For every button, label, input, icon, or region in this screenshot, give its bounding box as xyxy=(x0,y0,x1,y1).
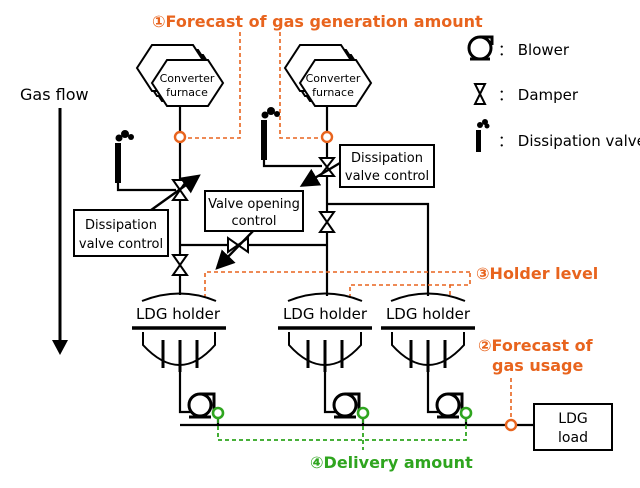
dissipation-valve-control-left: Dissipation valve control xyxy=(73,209,169,257)
converter-right-line2: furnace xyxy=(312,86,354,99)
forecast-generation-line-left xyxy=(185,32,241,139)
blower-2-icon xyxy=(323,392,361,419)
usage-sensor xyxy=(504,418,518,432)
blower-1-icon xyxy=(178,392,216,419)
generation-sensor-right xyxy=(320,130,334,144)
forecast-generation-label: ①Forecast of gas generation amount xyxy=(152,12,483,31)
blower-legend-icon xyxy=(467,35,494,61)
converter-left-line2: furnace xyxy=(166,86,208,99)
dissipation-valve-control-right: Dissipation valve control xyxy=(339,144,435,188)
legend-dissipation-label: ： Dissipation valve xyxy=(498,132,640,150)
damper-right-lower-icon xyxy=(318,211,336,233)
ldg-load-box: LDG load xyxy=(533,403,613,451)
delivery-amount-label: ④Delivery amount xyxy=(310,453,473,472)
converter-furnace-left: Converter furnace xyxy=(135,44,225,107)
svg-text:Valve opening: Valve opening xyxy=(208,197,300,212)
svg-text:Dissipation: Dissipation xyxy=(351,151,423,166)
svg-text:LDG holder: LDG holder xyxy=(283,305,368,323)
svg-text:valve control: valve control xyxy=(79,237,163,252)
legend: ： Blower ： Damper ： Dissipation valve xyxy=(467,35,640,152)
valve-opening-arrow xyxy=(215,225,259,270)
gas-flow-arrow-icon xyxy=(52,108,68,355)
ldg-holder-3: LDG holder xyxy=(381,292,475,372)
dissipation-control-arrow-right xyxy=(299,158,346,187)
ldg-holder-2: LDG holder xyxy=(278,292,372,372)
legend-blower-label: ： Blower xyxy=(498,41,570,59)
legend-damper-label: ： Damper xyxy=(498,86,579,104)
dissipation-valve-right-icon xyxy=(261,107,280,160)
holder-level-label: ③Holder level xyxy=(476,264,598,283)
svg-text:load: load xyxy=(558,430,588,446)
delivery-sensor-3 xyxy=(459,406,473,420)
svg-text:Dissipation: Dissipation xyxy=(85,218,157,233)
svg-text:LDG holder: LDG holder xyxy=(386,305,471,323)
svg-text:control: control xyxy=(231,214,276,229)
delivery-sensor-1 xyxy=(211,406,225,420)
gas-flow-label: Gas flow xyxy=(20,85,89,104)
blower-3-icon xyxy=(426,392,464,419)
forecast-usage-label-1: ②Forecast of xyxy=(478,336,594,355)
damper-legend-icon xyxy=(473,83,487,105)
damper-left-lower-icon xyxy=(171,254,189,276)
dissipation-valve-legend-icon xyxy=(476,119,490,152)
valve-opening-control: Valve opening control xyxy=(204,190,304,232)
svg-text:LDG: LDG xyxy=(558,411,587,427)
converter-furnace-right: Converter furnace xyxy=(283,44,373,107)
converter-right-line1: Converter xyxy=(306,72,361,85)
delivery-sensor-2 xyxy=(356,406,370,420)
svg-text:LDG holder: LDG holder xyxy=(136,305,221,323)
converter-left-line1: Converter xyxy=(160,72,215,85)
dissipation-valve-left-icon xyxy=(115,130,134,183)
forecast-generation-line-right xyxy=(279,32,322,139)
forecast-usage-label-2: gas usage xyxy=(492,356,584,375)
svg-text:valve control: valve control xyxy=(345,169,429,184)
ldg-holder-1: LDG holder xyxy=(132,292,226,372)
generation-sensor-left xyxy=(173,130,187,144)
